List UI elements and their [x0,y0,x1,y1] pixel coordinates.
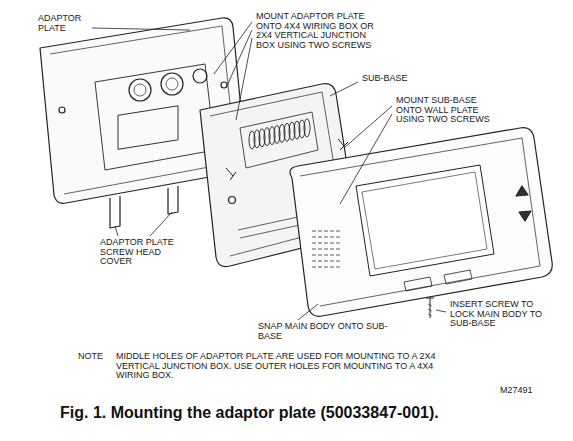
coil-winding [304,119,310,137]
screw [226,139,434,318]
figure-code: M27491 [500,386,550,396]
figure-caption: Fig. 1. Mounting the adaptor plate (5003… [60,404,439,422]
callout-text: ADAPTOR PLATE SCREW HEAD COVER [100,238,180,267]
callout-text: MOUNT ADAPTOR PLATE ONTO 4X4 WIRING BOX … [256,12,384,51]
callout-text: SNAP MAIN BODY ONTO SUB-BASE [258,322,388,341]
note-text: MIDDLE HOLES OF ADAPTOR PLATE ARE USED F… [116,352,446,381]
callout-text: INSERT SCREW TO LOCK MAIN BODY TO SUB-BA… [450,300,550,329]
callout-text: MOUNT SUB-BASE ONTO WALL PLATE USING TWO… [396,96,500,125]
main-body [290,128,552,317]
leader-line [92,22,446,320]
part-name: ADAPTOR PLATE [38,14,90,33]
note-label: NOTE [78,352,114,362]
part-name: SUB-BASE [362,74,422,84]
